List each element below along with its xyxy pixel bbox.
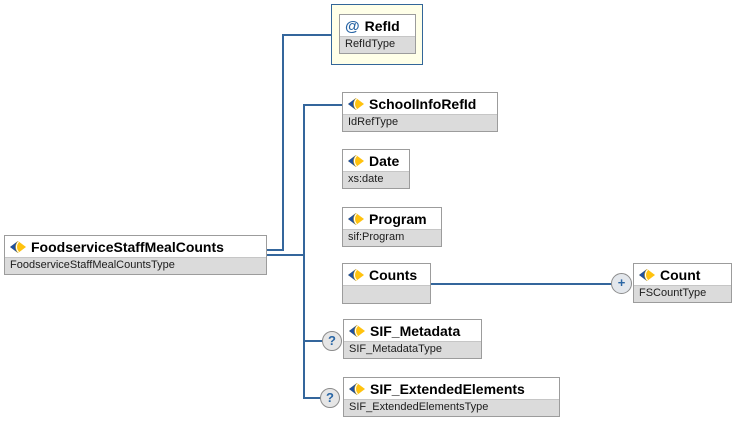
- node-sif-metadata[interactable]: SIF_Metadata SIF_MetadataType: [343, 319, 482, 359]
- node-schoolinforefid[interactable]: SchoolInfoRefId IdRefType: [342, 92, 498, 132]
- connector-attr-top: [282, 34, 331, 36]
- connector-seq-trunk: [303, 104, 305, 399]
- node-date[interactable]: Date xs:date: [342, 149, 410, 189]
- node-type: RefIdType: [340, 36, 415, 53]
- node-sif-extendedelements[interactable]: SIF_ExtendedElements SIF_ExtendedElement…: [343, 377, 560, 417]
- node-type: IdRefType: [343, 114, 497, 131]
- node-type: [343, 285, 430, 303]
- node-program[interactable]: Program sif:Program: [342, 207, 442, 247]
- element-icon: [348, 213, 364, 225]
- connector-sif-metadata: [303, 340, 323, 342]
- connector-root-to-seq: [267, 254, 305, 256]
- node-type: FSCountType: [634, 285, 731, 302]
- element-icon: [348, 155, 364, 167]
- expand-button-count[interactable]: +: [611, 273, 632, 294]
- node-title: SIF_ExtendedElements: [370, 381, 525, 397]
- element-icon: [349, 325, 365, 337]
- node-title: SIF_Metadata: [370, 323, 461, 339]
- node-title: Program: [369, 211, 427, 227]
- element-icon: [349, 383, 365, 395]
- node-foodservicestaffmealcounts[interactable]: FoodserviceStaffMealCounts FoodserviceSt…: [4, 235, 267, 275]
- node-counts[interactable]: Counts: [342, 263, 431, 304]
- optional-indicator-sif-metadata: ?: [322, 331, 342, 351]
- node-title: Date: [369, 153, 400, 169]
- connector-sif-extended: [303, 397, 321, 399]
- node-type: sif:Program: [343, 229, 441, 246]
- node-title: SchoolInfoRefId: [369, 96, 477, 112]
- element-icon: [10, 241, 26, 253]
- node-type: FoodserviceStaffMealCountsType: [5, 257, 266, 274]
- node-refid[interactable]: @ RefId RefIdType: [339, 14, 416, 54]
- element-icon: [639, 269, 655, 281]
- node-type: xs:date: [343, 171, 409, 188]
- node-title: Counts: [369, 267, 418, 283]
- connector-root-to-attr: [267, 249, 284, 251]
- node-title: Count: [660, 267, 701, 283]
- optional-indicator-sif-extendedelements: ?: [320, 388, 340, 408]
- node-type: SIF_ExtendedElementsType: [344, 399, 559, 416]
- node-type: SIF_MetadataType: [344, 341, 481, 358]
- element-icon: [348, 98, 364, 110]
- node-title: RefId: [364, 18, 400, 34]
- attribute-at-icon: @: [345, 17, 360, 35]
- node-count[interactable]: Count FSCountType: [633, 263, 732, 303]
- connector-counts-to-count: [431, 283, 612, 285]
- node-title: FoodserviceStaffMealCounts: [31, 239, 224, 255]
- connector-schoolinforefid: [303, 104, 342, 106]
- connector-attr-trunk: [282, 34, 284, 251]
- element-icon: [348, 269, 364, 281]
